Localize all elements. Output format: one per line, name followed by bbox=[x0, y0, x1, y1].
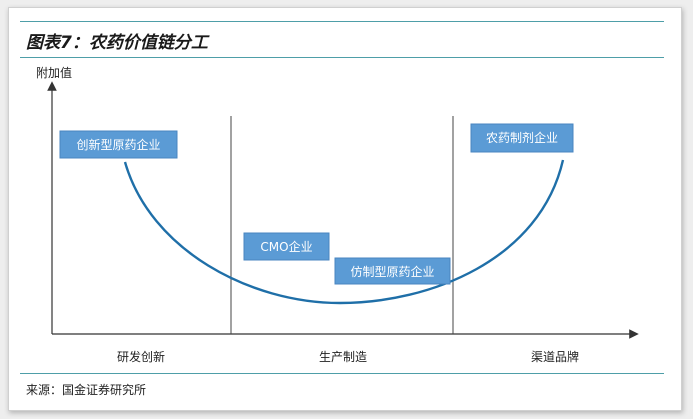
y-axis-label: 附加值 bbox=[36, 65, 72, 80]
box-cmo: CMO企业 bbox=[243, 232, 330, 261]
source-rule bbox=[20, 373, 664, 374]
stage-label-channel: 渠道品牌 bbox=[531, 350, 579, 364]
stage-label-rnd: 研发创新 bbox=[117, 349, 165, 364]
stage-label-manufacturing: 生产制造 bbox=[319, 350, 367, 364]
smile-curve bbox=[123, 159, 565, 305]
box-formulation: 农药制剂企业 bbox=[470, 123, 574, 153]
box-generic: 仿制型原药企业 bbox=[334, 257, 451, 285]
box-generic-label: 仿制型原药企业 bbox=[350, 264, 434, 279]
figure-title: 图表7：农药价值链分工 bbox=[26, 33, 208, 53]
box-innovative: 创新型原药企业 bbox=[59, 130, 178, 159]
top-rule bbox=[20, 21, 664, 22]
title-rule bbox=[20, 57, 664, 58]
box-innovative-label: 创新型原药企业 bbox=[76, 137, 160, 152]
box-cmo-label: CMO企业 bbox=[260, 239, 312, 254]
figure-card bbox=[8, 7, 682, 411]
source-note: 来源：国金证券研究所 bbox=[26, 383, 147, 397]
box-formulation-label: 农药制剂企业 bbox=[486, 130, 558, 145]
